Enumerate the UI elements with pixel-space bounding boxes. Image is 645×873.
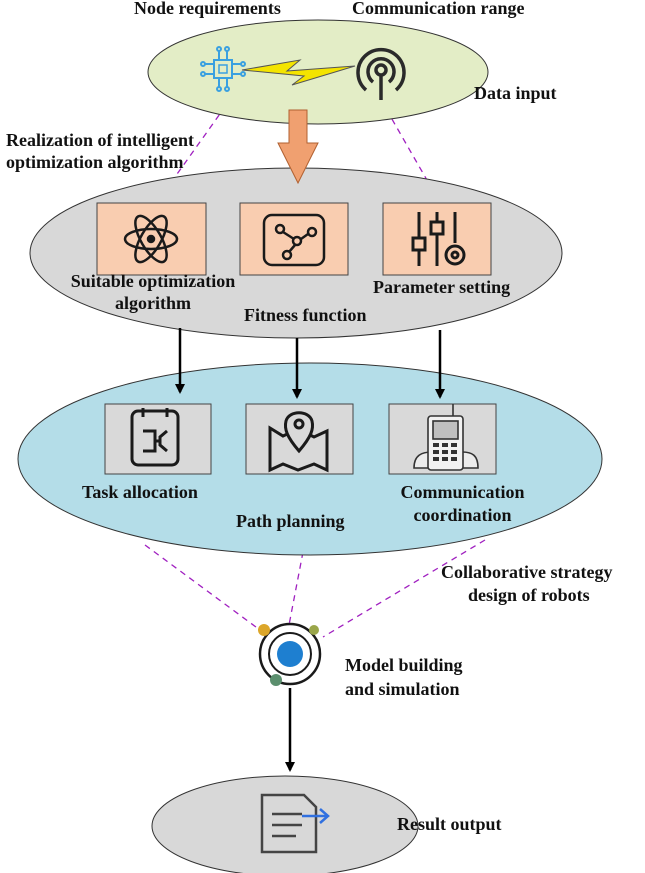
suitable-algorithm-label-line2: algorithm (115, 293, 191, 313)
collaborative-strategy-label-line1: Collaborative strategy (441, 562, 613, 582)
realization-label-line1: Realization of intelligent (6, 130, 194, 150)
communication-range-label: Communication range (352, 0, 525, 18)
realization-label-line2: optimization algorithm (6, 152, 184, 172)
orbit-icon (258, 622, 322, 686)
communication-coordination-label-line1: Communication (400, 482, 525, 502)
down-arrow (277, 109, 319, 185)
node-requirements-label: Node requirements (134, 0, 281, 18)
model-building-label-line2: and simulation (345, 679, 460, 699)
collaborative-strategy-label-line2: design of robots (468, 585, 590, 605)
path-planning-label: Path planning (236, 511, 345, 531)
chip-icon (200, 46, 246, 92)
fitness-function-icon (262, 213, 326, 267)
communication-coordination-label-line2: coordination (413, 505, 512, 525)
parameter-setting-label: Parameter setting (373, 277, 511, 297)
connector-arrows (175, 328, 445, 772)
result-output-label: Result output (397, 814, 502, 834)
task-allocation-label: Task allocation (82, 482, 198, 502)
phone-icon (413, 404, 479, 471)
lightning-icon (241, 59, 356, 86)
signal-tower-icon (356, 47, 406, 100)
suitable-algorithm-label-line1: Suitable optimization (70, 271, 236, 291)
model-building-label-line1: Model building (345, 655, 463, 675)
data-input-label: Data input (474, 83, 557, 103)
map-pin-icon (268, 411, 329, 473)
document-export-icon (260, 793, 330, 854)
parameter-sliders-icon (411, 212, 466, 266)
task-allocation-icon (130, 408, 180, 467)
atom-icon (123, 214, 179, 264)
fitness-function-label: Fitness function (244, 305, 367, 325)
